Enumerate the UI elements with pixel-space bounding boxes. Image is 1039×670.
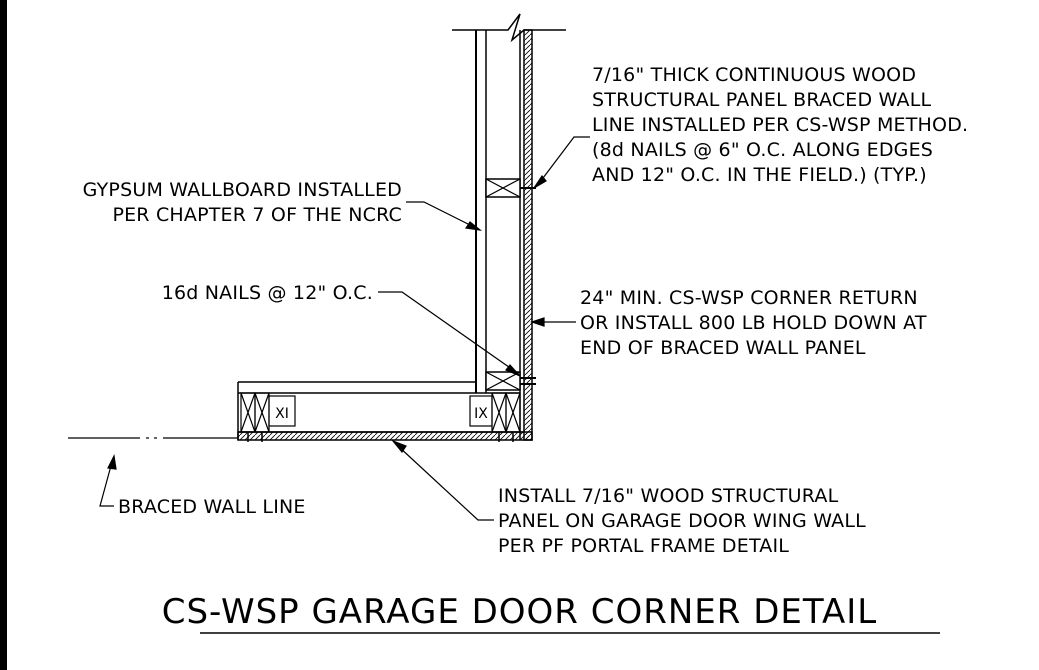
nail-marks [520,187,536,385]
note-line: 16d NAILS @ 12" O.C. [161,282,373,304]
stud-mark-right: IX [474,406,488,422]
wall-break-line [452,13,566,43]
note-wing-wall: INSTALL 7/16" WOOD STRUCTURAL PANEL ON G… [498,484,866,559]
note-line: PER PF PORTAL FRAME DETAIL [498,535,790,557]
leader-wing-wall [391,439,494,521]
note-line: PANEL ON GARAGE DOOR WING WALL [498,510,866,532]
left-stud-pack [240,392,296,433]
note-nails: 16d NAILS @ 12" O.C. [162,281,373,306]
note-line: BRACED WALL LINE [118,496,306,518]
note-line: AND 12" O.C. IN THE FIELD.) (TYP.) [592,164,927,186]
note-line: INSTALL 7/16" WOOD STRUCTURAL [498,485,839,507]
leader-corner-return [530,317,576,327]
sheet-border-left [0,0,7,670]
detail-title: CS-WSP GARAGE DOOR CORNER DETAIL [161,592,878,632]
note-gypsum: GYPSUM WALLBOARD INSTALLED PER CHAPTER 7… [83,178,402,228]
note-line: OR INSTALL 800 LB HOLD DOWN AT [580,312,927,334]
leader-braced-wall-line [99,454,117,507]
stud-mark-left: XI [275,406,289,422]
note-line: 7/16" THICK CONTINUOUS WOOD [592,64,917,86]
note-line: STRUCTURAL PANEL BRACED WALL [592,89,932,111]
note-line: (8d NAILS @ 6" O.C. ALONG EDGES [592,139,934,161]
note-corner-return: 24" MIN. CS-WSP CORNER RETURN OR INSTALL… [580,286,927,361]
bottom-nail-marks [247,432,514,442]
note-wsp-panel: 7/16" THICK CONTINUOUS WOOD STRUCTURAL P… [592,63,968,188]
note-braced-wall-line: BRACED WALL LINE [118,495,306,520]
wood-structural-panel-horizontal [237,431,533,441]
right-stud-pack [469,392,521,433]
leader-nails [378,291,521,377]
note-line: LINE INSTALLED PER CS-WSP METHOD. [592,114,969,136]
note-line: END OF BRACED WALL PANEL [580,337,866,359]
note-line: PER CHAPTER 7 OF THE NCRC [112,204,402,226]
wall-blocking-upper [485,178,521,198]
leader-gypsum [406,201,483,231]
note-line: 24" MIN. CS-WSP CORNER RETURN [580,287,918,309]
leader-wsp-panel [533,136,590,189]
note-line: GYPSUM WALLBOARD INSTALLED [82,179,402,201]
wall-blocking-lower [485,371,521,391]
